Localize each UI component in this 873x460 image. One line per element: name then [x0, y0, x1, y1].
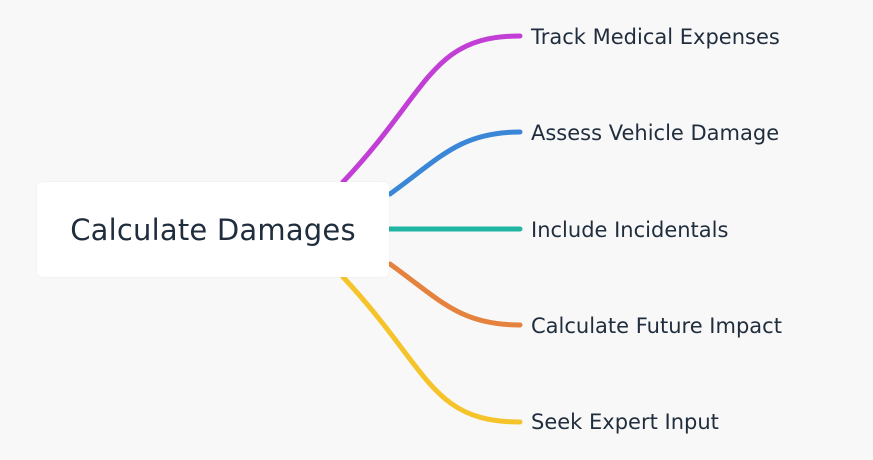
branch-track-medical-expenses[interactable]: Track Medical Expenses	[531, 25, 780, 49]
root-node-label: Calculate Damages	[70, 212, 356, 247]
branch-assess-vehicle-damage[interactable]: Assess Vehicle Damage	[531, 121, 780, 145]
branch-include-incidentals[interactable]: Include Incidentals	[531, 218, 729, 242]
edge-seek-expert-input	[340, 274, 523, 425]
branch-seek-expert-input[interactable]: Seek Expert Input	[531, 410, 719, 434]
root-node-calculate-damages[interactable]: Calculate Damages	[37, 182, 389, 277]
edge-assess-vehicle-damage	[387, 129, 523, 197]
branch-calculate-future-impact[interactable]: Calculate Future Impact	[531, 314, 782, 338]
edge-track-medical-expenses	[340, 33, 523, 185]
edge-calculate-future-impact	[387, 261, 523, 328]
